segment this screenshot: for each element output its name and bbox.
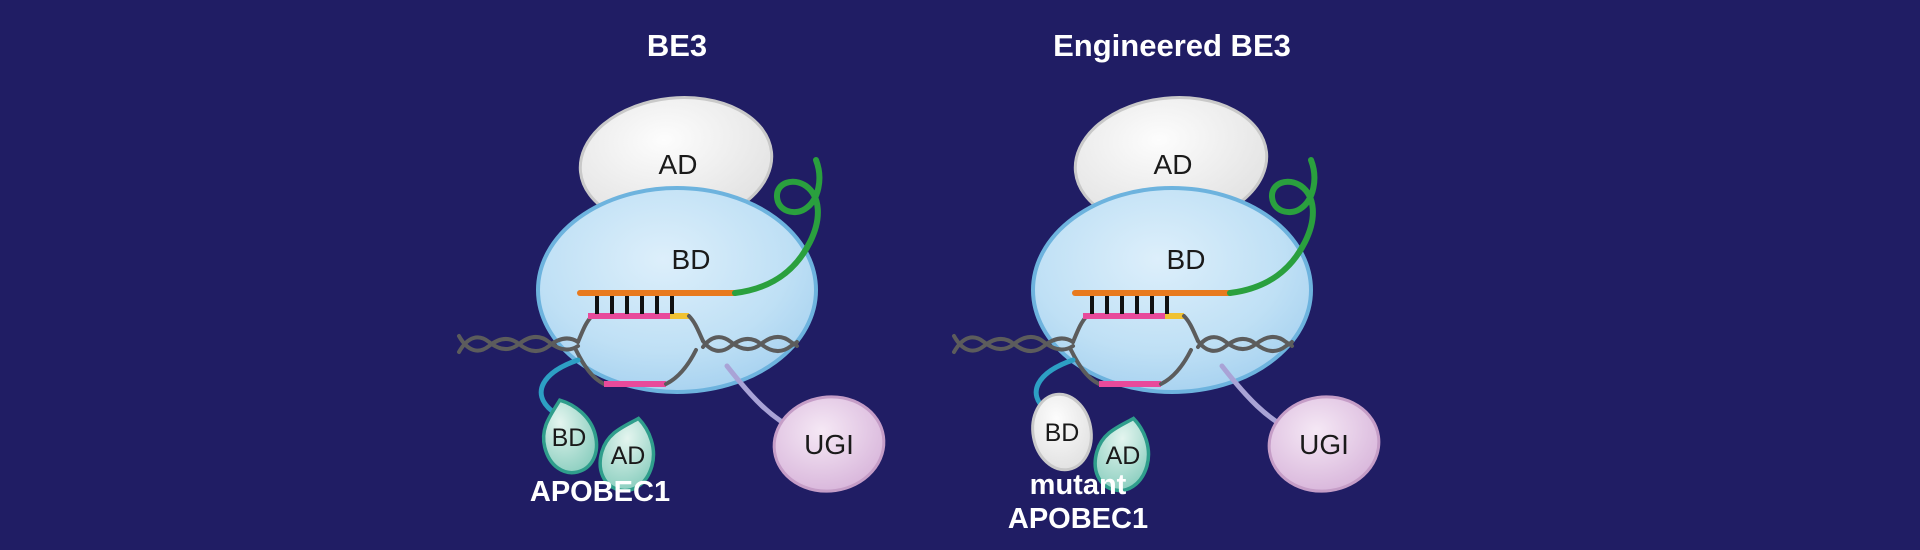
apobec-ad-label: AD xyxy=(1106,442,1141,470)
ugi-label: UGI xyxy=(1299,429,1349,460)
dna-connector-lower-right xyxy=(664,348,698,386)
ugi-label: UGI xyxy=(804,429,854,460)
apobec-ad-label: AD xyxy=(611,442,646,470)
apobec-name-line2: APOBEC1 xyxy=(1008,503,1148,535)
apobec-linker xyxy=(538,357,581,414)
apobec-bd-leaf xyxy=(541,398,599,475)
diagram-title: BE3 xyxy=(647,28,707,63)
dna-connector-upper-right xyxy=(687,314,705,343)
be3-diagram: BE3 U xyxy=(457,28,886,508)
base-pairing-ticks xyxy=(1090,296,1169,314)
apobec-ad-leaf xyxy=(598,416,656,493)
apobec-ad-leaf xyxy=(1093,416,1151,493)
apobec-bd-label: BD xyxy=(552,424,587,452)
dna-helix-right-strand-2 xyxy=(701,335,799,351)
apobec-name-line1: APOBEC1 xyxy=(530,476,670,508)
diagram-title: Engineered BE3 xyxy=(1053,28,1291,63)
apobec-name-line1: mutant xyxy=(1030,469,1127,501)
cas9-ad-label: AD xyxy=(659,149,698,180)
apobec-bd-label: BD xyxy=(1045,419,1080,447)
base-pairing-ticks xyxy=(595,296,674,314)
dna-helix-right-strand-2 xyxy=(1196,335,1294,351)
apobec-mutant-bd-oval xyxy=(1031,392,1093,472)
dna-connector-upper-right xyxy=(1182,314,1200,343)
ugi-blob xyxy=(1267,395,1381,493)
dna-connector-lower-right xyxy=(1159,348,1193,386)
cas9-bd-label: BD xyxy=(672,244,711,275)
cas9-ad-label: AD xyxy=(1154,149,1193,180)
engineered-be3-diagram: Engineered BE3 xyxy=(952,28,1381,535)
cas9-bd-label: BD xyxy=(1167,244,1206,275)
dna-connector-lower-left xyxy=(574,348,606,386)
dna-connector-lower-left xyxy=(1069,348,1101,386)
dna-helix-left-strand-2 xyxy=(457,335,580,354)
dna-helix-left-strand-2 xyxy=(952,335,1075,354)
ugi-blob xyxy=(772,395,886,493)
sgrna-scaffold xyxy=(732,157,823,296)
sgrna-scaffold xyxy=(1227,157,1318,296)
